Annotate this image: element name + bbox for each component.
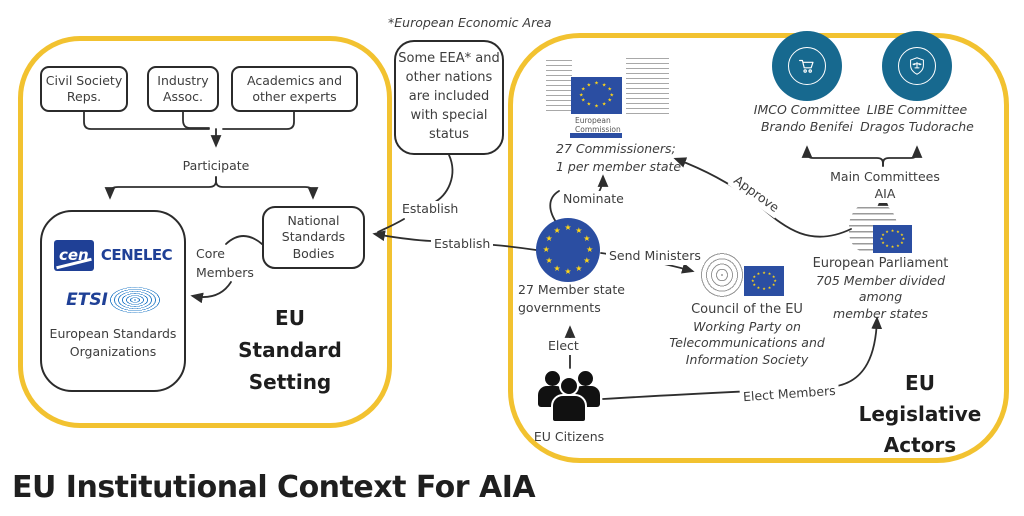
standard-setting-title: EU Standard Setting <box>238 306 342 394</box>
establish-upper-label: Establish <box>399 201 462 218</box>
page-title: EU Institutional Context For AIA <box>12 470 536 505</box>
elect-label: Elect <box>545 338 582 355</box>
national-standards-bodies-label: National Standards Bodies <box>281 213 346 261</box>
establish-lower-label: Establish <box>431 236 494 253</box>
eea-note-box: Some EEA* and other nations are included… <box>394 40 504 155</box>
shopping-cart-icon <box>788 47 826 85</box>
cenelec-logo: CENELEC <box>100 245 173 264</box>
etsi-globe-icon <box>109 287 160 313</box>
cen-cenelec-logo: cen CENELEC <box>42 240 184 271</box>
imco-circle <box>772 31 842 101</box>
eu-flag-circle-icon: ★★★★★★★★★★★★ <box>536 218 600 282</box>
eea-annotation: *European Economic Area <box>388 15 552 30</box>
shield-scales-icon <box>898 47 936 85</box>
european-standards-organizations-box: cen CENELEC ETSI European Standards Orga… <box>40 210 186 392</box>
imco-rapporteur: Brando Benifei <box>760 118 854 134</box>
commission-building-lines-right <box>626 58 669 114</box>
commission-logo-text: European Commission <box>575 116 621 134</box>
core-members-label: Core Members <box>196 246 254 281</box>
commission-building-lines-left <box>546 60 572 115</box>
industry-assoc-box: Industry Assoc. <box>147 66 219 112</box>
etsi-logo: ETSI <box>42 287 184 313</box>
participate-label: Participate <box>182 158 250 173</box>
libe-rapporteur: Dragos Tudorache <box>860 118 974 134</box>
parliament-name: European Parliament <box>812 256 949 271</box>
council-eu-flag-icon: ★★★★★★★★★★★★ <box>744 266 784 296</box>
commission-caption: 27 Commissioners; 1 per member state <box>556 141 682 174</box>
main-committees-label: Main Committees AIA <box>822 169 948 203</box>
nominate-label: Nominate <box>560 191 627 208</box>
national-standards-bodies-box: National Standards Bodies <box>262 206 365 269</box>
send-ministers-label: Send Ministers <box>606 248 704 265</box>
eea-note-text: Some EEA* and other nations are included… <box>398 51 500 142</box>
civil-society-box: Civil Society Reps. <box>40 66 128 112</box>
eu-citizens-icon <box>537 371 601 425</box>
member-states-label: 27 Member state governments <box>518 282 625 316</box>
council-name: Council of the EU <box>691 302 803 317</box>
imco-committee-name: IMCO Committee <box>753 102 861 117</box>
council-building-icon <box>698 250 746 300</box>
libe-circle <box>882 31 952 101</box>
eso-caption: European Standards Organizations <box>49 326 177 359</box>
academics-label: Academics and other experts <box>246 72 342 104</box>
parliament-eu-flag-icon: ★★★★★★★★★★★★ <box>873 225 912 253</box>
civil-society-label: Civil Society Reps. <box>45 72 123 104</box>
legislative-actors-title: EU Legislative Actors <box>858 371 982 457</box>
parliament-subtitle: 705 Member divided among member states <box>815 272 946 322</box>
commission-logo-bar <box>570 133 622 138</box>
commission-eu-flag-icon: ★★★★★★★★★★★★ <box>571 77 622 114</box>
cen-logo: cen <box>53 240 94 271</box>
council-subtitle: Working Party on Telecommunications and … <box>669 318 825 368</box>
industry-assoc-label: Industry Assoc. <box>157 72 209 104</box>
academics-box: Academics and other experts <box>231 66 358 112</box>
libe-committee-name: LIBE Committee <box>866 102 968 117</box>
eu-citizens-label: EU Citizens <box>533 429 605 444</box>
